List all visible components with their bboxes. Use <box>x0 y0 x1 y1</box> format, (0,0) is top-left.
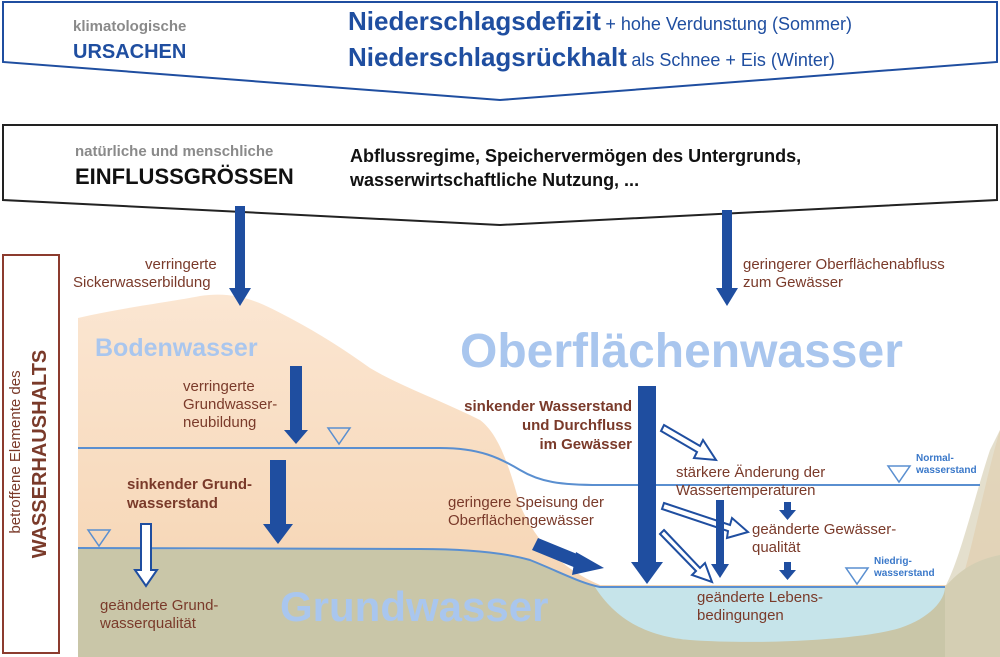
arrow-life <box>658 528 714 584</box>
arrow-gw-level <box>263 460 293 544</box>
causes-small-label: klimatologische <box>73 18 187 35</box>
low-level-label-1: Niedrig- <box>874 556 912 567</box>
surface-water-title: Oberflächenwasser <box>460 325 903 378</box>
causes-line1-rest: + hohe Verdunstung (Sommer) <box>605 14 852 34</box>
feed-label-2: Oberflächengewässer <box>448 512 594 529</box>
arrow-recharge <box>284 366 308 444</box>
gw-level-label-1: sinkender Grund- <box>127 476 253 493</box>
triangle-low-left <box>86 529 112 548</box>
triangle-normal <box>886 465 912 484</box>
water-level-label-1: sinkender Wasserstand <box>464 398 632 415</box>
side-label-line1: betroffene Elemente des <box>7 370 24 534</box>
recharge-label-1: verringerte <box>183 378 255 395</box>
arrow-runoff <box>716 210 738 306</box>
causes-line2: Niederschlagsrückhalt als Schnee + Eis (… <box>348 42 835 73</box>
triangle-soil <box>326 427 352 446</box>
arrow-small-quality <box>779 502 796 520</box>
arrow-small-life <box>779 562 796 580</box>
gw-quality-label-1: geänderte Grund- <box>100 597 219 614</box>
life-label-2: bedingungen <box>697 607 784 624</box>
recharge-label-2: Grundwasser- <box>183 396 278 413</box>
temp-label-1: stärkere Änderung der <box>676 464 826 481</box>
normal-level-label-2: wasserstand <box>916 465 977 476</box>
arrow-gw-quality <box>133 523 159 588</box>
factors-line2: wasserwirtschaftliche Nutzung, ... <box>350 170 640 190</box>
soil-water-title: Bodenwasser <box>95 334 258 362</box>
gw-level-label-2: wasserstand <box>127 495 218 512</box>
causes-big-label: URSACHEN <box>73 41 187 63</box>
factors-banner <box>2 124 998 227</box>
triangle-low-right <box>844 567 870 586</box>
right-bank <box>945 430 1000 657</box>
normal-level-label-1: Normal- <box>916 453 954 464</box>
upper-groundwater-line <box>78 447 980 486</box>
arrow-water-level <box>631 386 663 584</box>
recharge-label-3: neubildung <box>183 414 257 431</box>
quality-label-2: qualität <box>752 539 801 556</box>
runoff-label-2: zum Gewässer <box>743 274 844 291</box>
groundwater-title: Grundwasser <box>280 583 549 630</box>
arrow-seepage <box>229 206 251 306</box>
arrow-feed <box>532 538 604 575</box>
river-water <box>595 587 945 642</box>
arrow-quality <box>660 501 751 540</box>
seepage-label-1: verringerte <box>145 256 217 273</box>
feed-label-1: geringere Speisung der <box>448 494 604 511</box>
temp-label-2: Wassertemperaturen <box>676 482 816 499</box>
life-label-1: geänderte Lebens- <box>697 589 823 606</box>
causes-line2-bold: Niederschlagsrückhalt <box>348 42 627 72</box>
factors-big-label: EINFLUSSGRÖSSEN <box>75 164 294 189</box>
arrow-temp-to-life <box>711 500 729 578</box>
seepage-label-2: Sickerwasserbildung <box>73 274 211 291</box>
water-level-label-2: und Durchfluss <box>521 417 632 434</box>
causes-line1: Niederschlagsdefizit + hohe Verdunstung … <box>348 6 852 37</box>
lower-groundwater-line <box>77 547 945 588</box>
factors-line1: Abflussregime, Speichervermögen des Unte… <box>350 146 802 166</box>
quality-label-1: geänderte Gewässer- <box>752 521 897 538</box>
arrow-temp <box>659 423 718 462</box>
side-label-box <box>2 254 60 654</box>
low-level-label-2: wasserstand <box>874 568 935 579</box>
water-level-label-3: im Gewässer <box>539 436 632 453</box>
side-label-line2: WASSERHAUSHALTS <box>29 349 51 559</box>
runoff-label-1: geringerer Oberflächenabfluss <box>743 256 945 273</box>
causes-line1-bold: Niederschlagsdefizit <box>348 6 601 36</box>
factors-small-label: natürliche und menschliche <box>75 143 274 160</box>
gw-quality-label-2: wasserqualität <box>100 615 196 632</box>
causes-line2-rest: als Schnee + Eis (Winter) <box>631 50 835 70</box>
causes-banner <box>2 1 998 102</box>
